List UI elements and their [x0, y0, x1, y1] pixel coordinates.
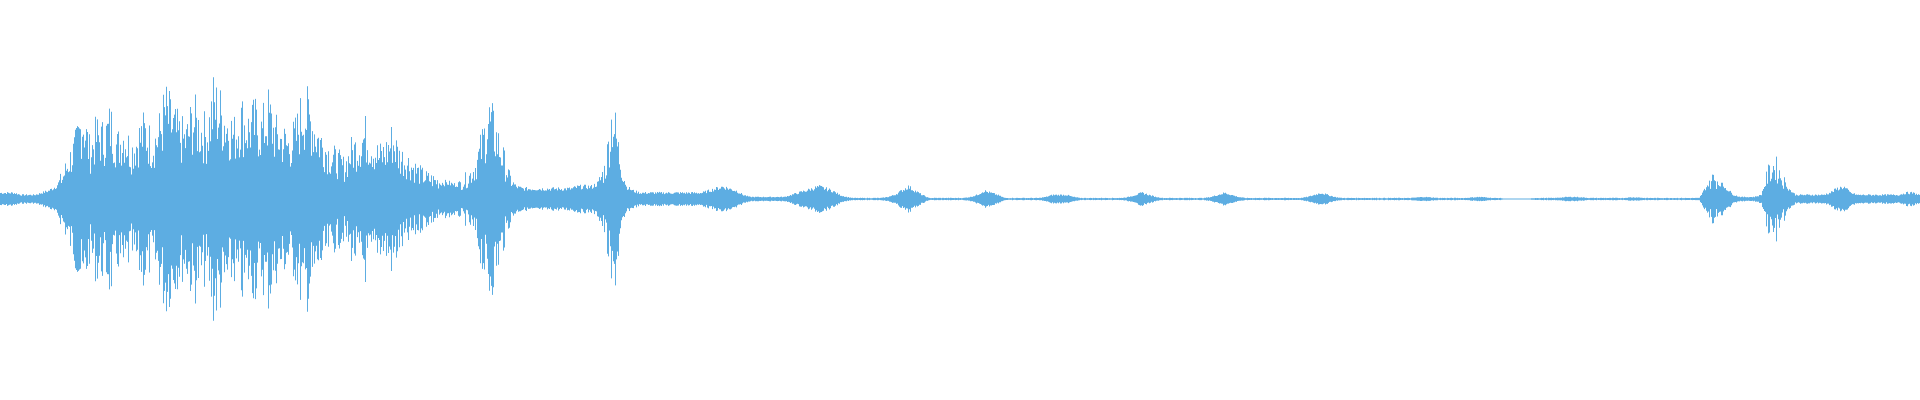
- waveform-bars: [0, 77, 1920, 321]
